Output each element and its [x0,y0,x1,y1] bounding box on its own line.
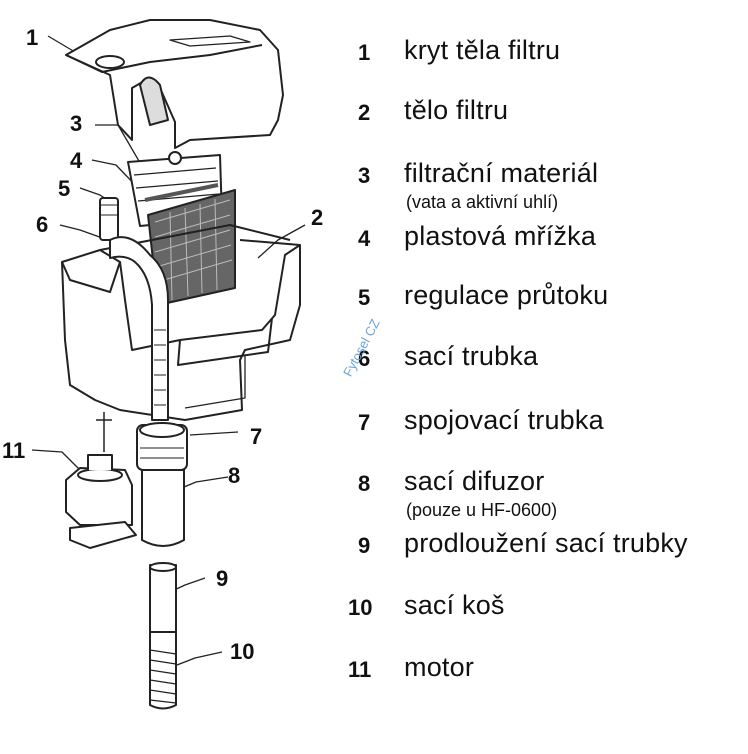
callout-8: 8 [228,463,241,488]
legend-number-2: 2 [358,100,371,125]
legend-number-9: 9 [358,533,371,558]
legend-label-1: kryt těla filtru [404,35,561,65]
legend-label-6: sací trubka [404,341,539,371]
legend-number-10: 10 [348,595,373,620]
intake-diffuser-part [141,469,185,547]
callout-3: 3 [70,111,83,136]
legend-label-9: prodloužení sací trubky [404,528,688,558]
legend-number-6: 6 [358,346,371,371]
legend-label-8: sací difuzor [404,466,545,496]
callout-11: 11 [2,438,26,463]
legend-label-5: regulace průtoku [404,280,609,310]
tube-extension-part [149,562,177,641]
legend-number-8: 8 [358,471,371,496]
motor-part [65,412,137,549]
filter-lid-part [65,19,284,149]
intake-tube-part [109,236,169,421]
legend-sub-3: (vata a aktivní uhlí) [406,192,559,212]
legend-label-3: filtrační materiál [404,158,599,188]
legend-number-11: 11 [348,657,372,682]
callout-leader-lines [31,35,306,666]
legend-label-10: sací koš [404,590,505,620]
flow-regulator-part [99,197,119,241]
connector-tube-part [136,422,188,471]
callout-10: 10 [230,639,255,664]
legend-sub-8: (pouze u HF-0600) [406,500,558,520]
legend-label-2: tělo filtru [404,95,509,125]
callout-1: 1 [26,25,39,50]
filter-body-part [61,224,301,421]
legend-number-1: 1 [358,40,371,65]
callout-2: 2 [311,205,324,230]
callout-6: 6 [36,212,49,237]
intake-strainer-part [149,631,177,710]
legend-number-3: 3 [358,163,371,188]
legend-label-7: spojovací trubka [404,405,604,435]
callout-9: 9 [216,566,229,591]
legend-number-4: 4 [358,226,371,251]
legend-number-5: 5 [358,285,371,310]
callout-7: 7 [250,424,263,449]
callout-5: 5 [58,176,71,201]
legend-label-4: plastová mřížka [404,221,597,251]
legend-label-11: motor [404,652,475,682]
callout-4: 4 [70,148,83,173]
legend-number-7: 7 [358,410,371,435]
filter-exploded-diagram [31,19,306,710]
